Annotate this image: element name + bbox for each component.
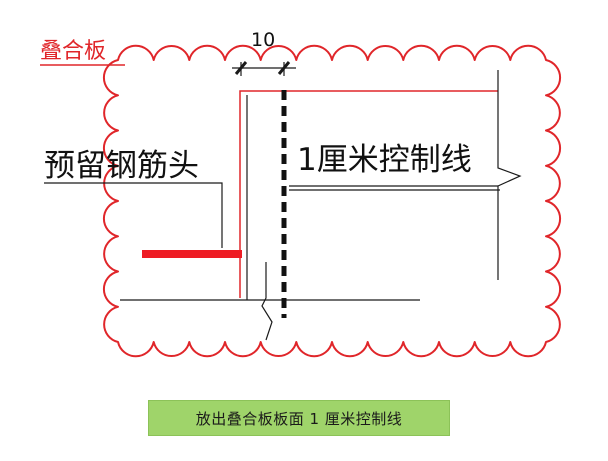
slab-edge-line bbox=[239, 90, 498, 298]
revision-cloud-outline bbox=[102, 44, 562, 358]
rebar-leader-line bbox=[44, 182, 223, 248]
slab-label: 叠合板 bbox=[40, 39, 106, 64]
rebar-stub-label: 预留钢筋头 bbox=[44, 148, 199, 184]
caption-box: 放出叠合板板面 1 厘米控制线 bbox=[148, 400, 450, 436]
control-line-label: 1厘米控制线 bbox=[297, 142, 472, 178]
caption-text: 放出叠合板板面 1 厘米控制线 bbox=[195, 409, 403, 428]
right-break-line bbox=[497, 70, 522, 280]
bottom-break-symbol bbox=[261, 262, 273, 341]
dimension-label: 10 bbox=[251, 29, 275, 51]
